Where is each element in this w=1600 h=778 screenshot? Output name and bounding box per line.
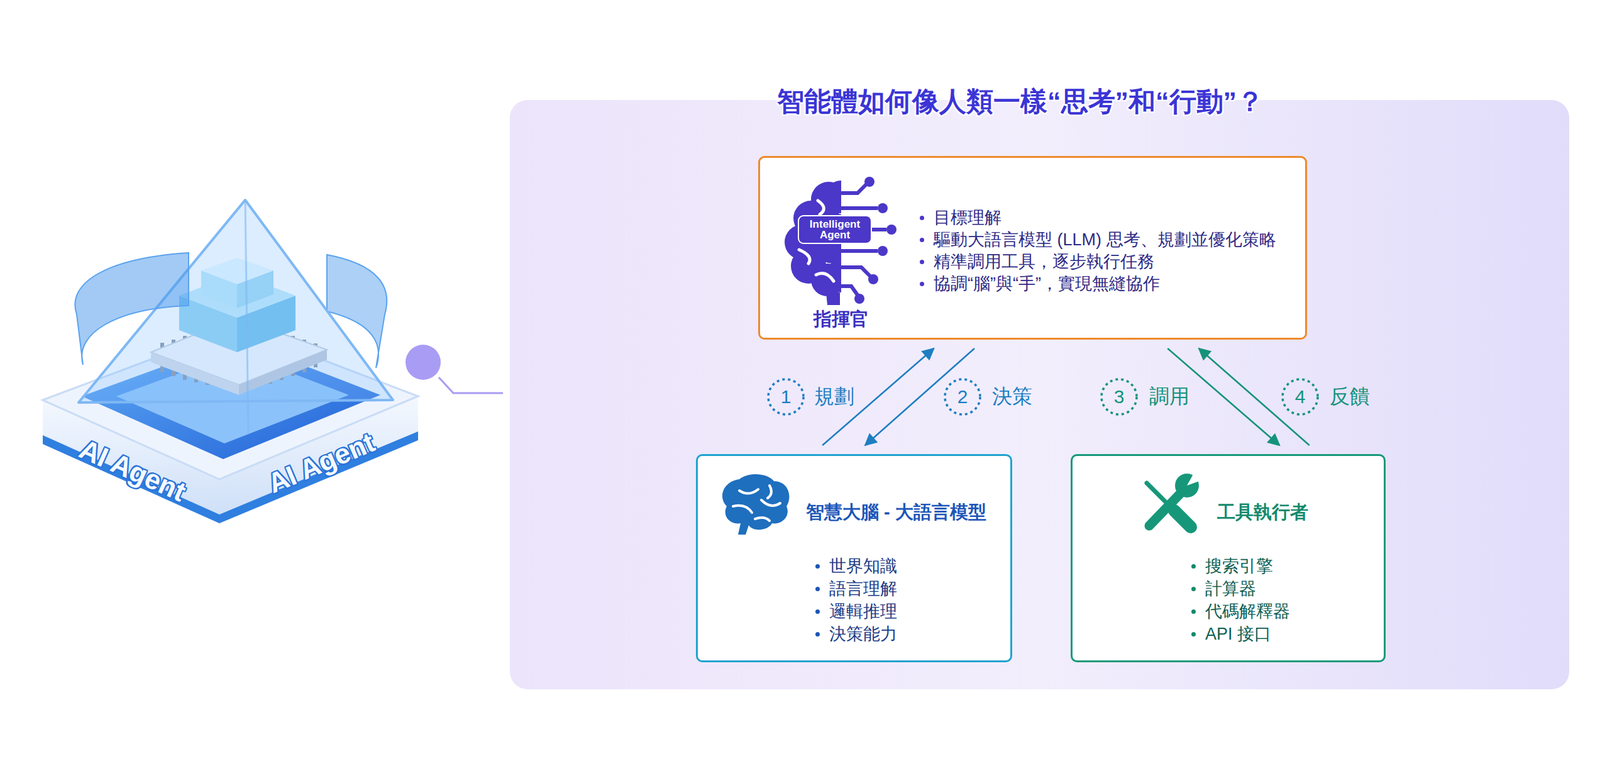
commander-box: 指揮官 目標理解驅動大語言模型 (LLM) 思考、規劃並優化策略精準調用工具，逐步…: [758, 155, 1308, 340]
edge-label: 規劃: [814, 382, 855, 411]
bullet-dot: [1191, 609, 1196, 614]
bullet-list: 世界知識語言理解邏輯推理決策能力: [815, 554, 1003, 646]
bullet-dot: [919, 281, 925, 287]
callout-number: 2: [957, 386, 969, 408]
bullet-item: 目標理解: [919, 206, 1277, 229]
llm-box: 智慧大腦 - 大語言模型世界知識語言理解邏輯推理決策能力: [695, 453, 1013, 663]
label-wrap: 4: [1295, 386, 1306, 408]
bullet-item: 語言理解: [815, 577, 1003, 600]
box-heading: 工具執行者: [1217, 501, 1377, 523]
bullet-dot: [1191, 631, 1196, 637]
slab-label: AI Agent: [263, 426, 380, 500]
bullet-text: 世界知識: [829, 554, 898, 578]
tools-icon: [1135, 471, 1203, 538]
bullet-item: 精準調用工具，逐步執行任務: [919, 250, 1277, 273]
label-wrap: 1: [780, 386, 792, 408]
bullet-text: API 接口: [1205, 622, 1272, 646]
agent-illustration: [42, 199, 419, 524]
bullet-item: 協調“腦”與“手”，實現無縫協作: [919, 272, 1277, 295]
bullet-text: 搜索引擎: [1205, 554, 1274, 578]
edge-label-wrap: 反饋: [1329, 382, 1370, 411]
bullet-dot: [1191, 563, 1196, 569]
leader-dot: [405, 344, 441, 380]
bullet-item: 搜索引擎: [1191, 554, 1377, 578]
box-heading: 智慧大腦 - 大語言模型: [805, 501, 1003, 523]
edge-label-wrap: 調用: [1149, 382, 1190, 411]
number-circle: [1101, 379, 1137, 415]
bullet-dot: [815, 586, 820, 591]
number-circle: [768, 379, 804, 415]
label-wrap: 3: [1114, 386, 1125, 408]
leader-line: [438, 377, 503, 393]
bullet-dot: [919, 259, 925, 265]
bullet-dot: [815, 631, 820, 637]
ring-ribbon: [74, 252, 189, 365]
bullet-dot: [919, 237, 925, 243]
box-heading: 指揮官: [813, 308, 869, 329]
llm-brain-icon: [714, 471, 793, 538]
edge-label: 調用: [1149, 382, 1190, 411]
connector-arrow: [1198, 348, 1310, 446]
bullet-text: 協調“腦”與“手”，實現無縫協作: [933, 272, 1160, 295]
bullet-dot: [815, 563, 820, 569]
agent-brain-icon: [783, 175, 900, 307]
icon-label: Intelligent Agent: [800, 218, 870, 241]
bullet-item: 驅動大語言模型 (LLM) 思考、規劃並優化策略: [919, 228, 1277, 251]
label-wrap: Intelligent Agent: [800, 218, 870, 241]
number-circle: [1282, 379, 1318, 415]
callout-number: 4: [1295, 386, 1306, 408]
bullet-dot: [815, 609, 820, 614]
callout-number: 3: [1114, 386, 1125, 408]
bullet-dot: [919, 215, 925, 221]
edge-label-wrap: 規劃: [814, 382, 855, 411]
label-wrap: AI Agent: [263, 426, 380, 500]
bullet-text: 代碼解釋器: [1205, 599, 1291, 623]
number-circle: [944, 379, 981, 415]
edge-label: 反饋: [1329, 382, 1370, 411]
label-wrap: 2: [957, 386, 969, 408]
bullet-item: 代碼解釋器: [1191, 599, 1377, 623]
connector-arrow: [865, 348, 975, 446]
connectors: [822, 348, 1310, 446]
bullet-item: 決策能力: [815, 622, 1003, 646]
pyramid-edge: [245, 199, 249, 434]
bullet-text: 精準調用工具，逐步執行任務: [933, 250, 1155, 273]
diagram-title: 智能體如何像人類一樣“思考”和“行動”？: [777, 83, 1264, 121]
bullet-item: 計算器: [1191, 577, 1377, 600]
bullet-item: 邏輯推理: [815, 599, 1003, 623]
edge-label-wrap: 決策: [992, 382, 1033, 411]
bullet-list: 搜索引擎計算器代碼解釋器API 接口: [1191, 554, 1377, 646]
edge-label: 決策: [992, 382, 1033, 411]
bullet-item: API 接口: [1191, 622, 1377, 646]
slab-label: AI Agent: [74, 433, 191, 508]
bullet-text: 目標理解: [933, 206, 1002, 229]
bullet-text: 語言理解: [829, 577, 898, 600]
bullet-item: 世界知識: [815, 554, 1003, 578]
callout-number: 1: [780, 386, 792, 408]
bullet-text: 決策能力: [829, 622, 898, 646]
tools-box: 工具執行者搜索引擎計算器代碼解釋器API 接口: [1070, 453, 1386, 663]
title-wrap: 智能體如何像人類一樣“思考”和“行動”？: [777, 83, 1264, 121]
number-circles: [768, 379, 1318, 415]
bullet-dot: [1191, 586, 1196, 591]
bullet-text: 邏輯推理: [829, 599, 898, 623]
label-wrap: AI Agent: [74, 433, 191, 508]
bullet-list: 目標理解驅動大語言模型 (LLM) 思考、規劃並優化策略精準調用工具，逐步執行任…: [919, 206, 1277, 295]
bullet-text: 驅動大語言模型 (LLM) 思考、規劃並優化策略: [933, 228, 1277, 251]
bullet-text: 計算器: [1205, 577, 1257, 600]
panel: [509, 99, 1570, 690]
